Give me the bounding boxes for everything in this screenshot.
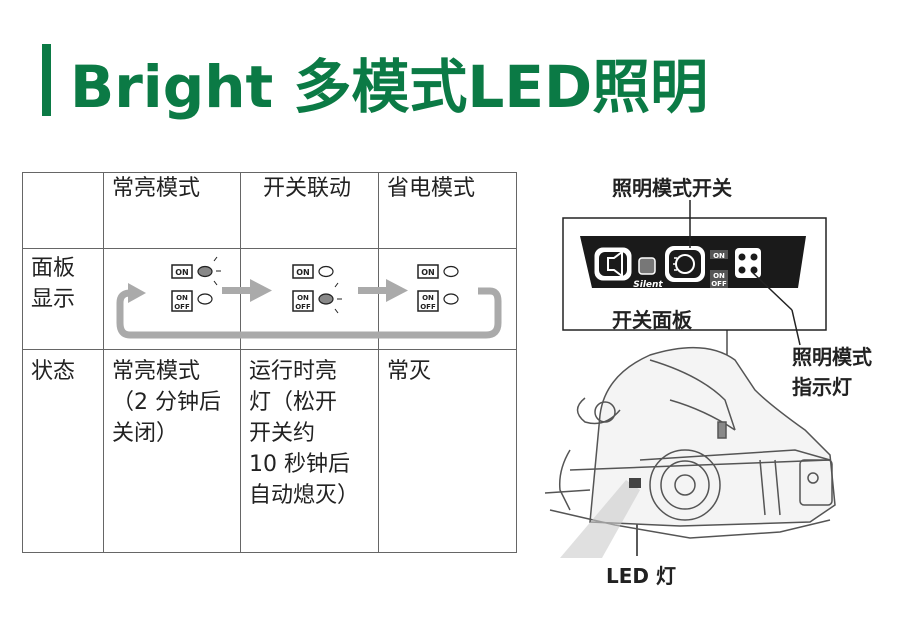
svg-text:ON: ON [296,268,310,277]
header-cell-always-on: 常亮模式 [103,172,241,249]
page-title: Bright 多模式LED照明 [70,53,709,121]
led-light-beam [560,480,640,558]
leader-indicator [791,309,801,346]
callout-led-light: LED 灯 [606,564,676,588]
arrow-2 [358,287,388,294]
led-unlit [318,265,334,278]
svg-text:ON: ON [297,294,309,302]
row-label-panel: 面板 显示 [22,248,104,350]
mode-table: 常亮模式 开关联动 省电模式 面板 显示 状态 常亮模式 （2 分钟后 关闭） … [22,172,517,553]
arrow-2-head [386,279,408,302]
svg-text:ON: ON [176,294,188,302]
status-cell-switch-linked: 运行时亮 灯（松开 开关约 10 秒钟后 自动熄灭） [240,349,379,553]
circular-saw-illustration [544,346,836,539]
svg-text:OFF: OFF [295,303,311,311]
led-lamp [629,478,641,488]
arrow-1-head [250,279,272,302]
indicator-always-on: ON ON OFF [171,256,221,312]
led-unlit [443,293,459,305]
callout-light-mode-switch: 照明模式开关 [612,176,732,200]
svg-text:ON: ON [421,268,435,277]
indicator-lamp-housing [735,248,761,278]
callout-switch-panel: 开关面板 [612,308,692,332]
speaker-icon [607,250,623,278]
svg-text:OFF: OFF [420,303,436,311]
arrow-1 [222,287,252,294]
svg-text:ON: ON [422,294,434,302]
callout-mode-indicator: 照明模式 指示灯 [792,345,872,399]
svg-text:OFF: OFF [174,303,190,311]
led-unlit [197,293,213,305]
svg-text:OFF: OFF [711,280,727,288]
svg-text:ON: ON [713,272,725,280]
indicator-switch-linked: ON ON OFF [292,264,342,314]
indicator-power-saving: ON ON OFF [417,264,459,312]
on-tag [710,250,728,259]
header-cell-switch-linked: 开关联动 [240,172,379,249]
status-cell-always-on: 常亮模式 （2 分钟后 关闭） [103,349,241,553]
loop-arrow [116,287,502,339]
silent-label: Silent [633,280,663,290]
loop-arrow-head [128,283,146,303]
svg-text:ON: ON [175,268,189,277]
silent-indicator [638,257,656,275]
row-label-status: 状态 [22,349,104,553]
led-unlit [443,265,459,278]
table-header-row: 常亮模式 开关联动 省电模式 [22,172,517,249]
header-cell-power-saving: 省电模式 [378,172,517,249]
table-row-status: 状态 常亮模式 （2 分钟后 关闭） 运行时亮 灯（松开 开关约 10 秒钟后 … [22,349,517,553]
saw-diagram: Silent ON ON OFF [544,200,836,558]
svg-text:ON: ON [713,252,725,260]
status-cell-power-saving: 常灭 [378,349,517,553]
title-accent-bar [42,44,51,116]
off-tag [710,270,728,288]
mode-cycle-diagram: ON ON OFF ON ON OFF ON ON OFF [116,256,502,339]
led-lit [197,265,213,278]
led-lit [318,293,334,305]
header-cell-empty [22,172,104,249]
